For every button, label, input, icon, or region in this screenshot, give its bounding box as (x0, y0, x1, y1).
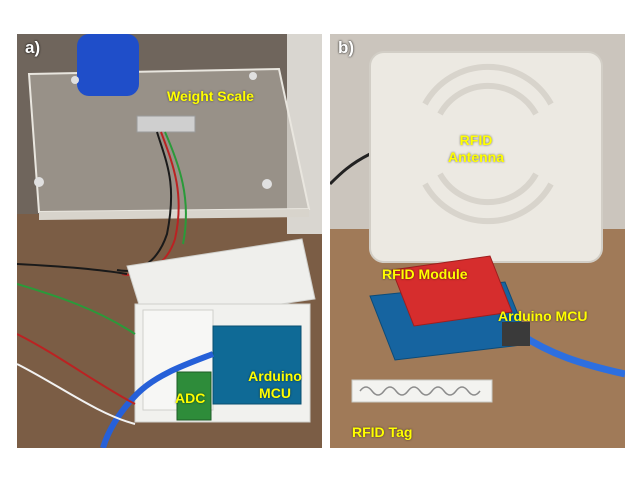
label-rfid-module: RFID Module (382, 266, 468, 282)
wire (17, 363, 136, 425)
label-rfid-antenna: RFID Antenna (436, 132, 516, 166)
label-line: Antenna (448, 149, 504, 165)
wire (17, 283, 136, 335)
rfid-module-board (391, 255, 513, 327)
label-rfid-tag: RFID Tag (352, 424, 413, 440)
photo-panel-b: b) RFID Antenna RFID Module Arduino MCU … (330, 34, 625, 448)
acrylic-plate-edge (39, 209, 309, 220)
label-line: Arduino (248, 368, 302, 384)
usb-connector (502, 322, 530, 346)
label-adc: ADC (175, 390, 206, 406)
wire (17, 333, 136, 405)
antenna-arcs (422, 63, 554, 225)
photo-a-scene (17, 34, 322, 448)
screw (249, 72, 257, 80)
label-arduino-mcu-b: Arduino MCU (498, 308, 588, 324)
rfid-tag-antenna (359, 386, 481, 396)
label-arduino-mcu-a: Arduino MCU (245, 368, 305, 402)
photo-panel-a: a) Weight Scale ADC Arduino MCU (17, 34, 322, 448)
arduino-board (212, 325, 302, 405)
wire (164, 131, 187, 245)
load-cell (136, 115, 196, 133)
label-line: RFID (459, 132, 493, 148)
adc-board (176, 371, 212, 421)
antenna-cable (330, 152, 371, 186)
blue-bottle (77, 34, 139, 96)
panel-label-b: b) (338, 38, 355, 57)
rfid-tag (351, 379, 493, 403)
usb-cable (100, 351, 215, 448)
wire (17, 263, 128, 275)
label-line: MCU (259, 385, 291, 401)
panel-label-a: a) (25, 38, 41, 57)
screw (71, 76, 79, 84)
photo-b-scene (330, 34, 625, 448)
label-weight-scale: Weight Scale (167, 88, 254, 104)
screw (262, 179, 272, 189)
screw (34, 177, 44, 187)
